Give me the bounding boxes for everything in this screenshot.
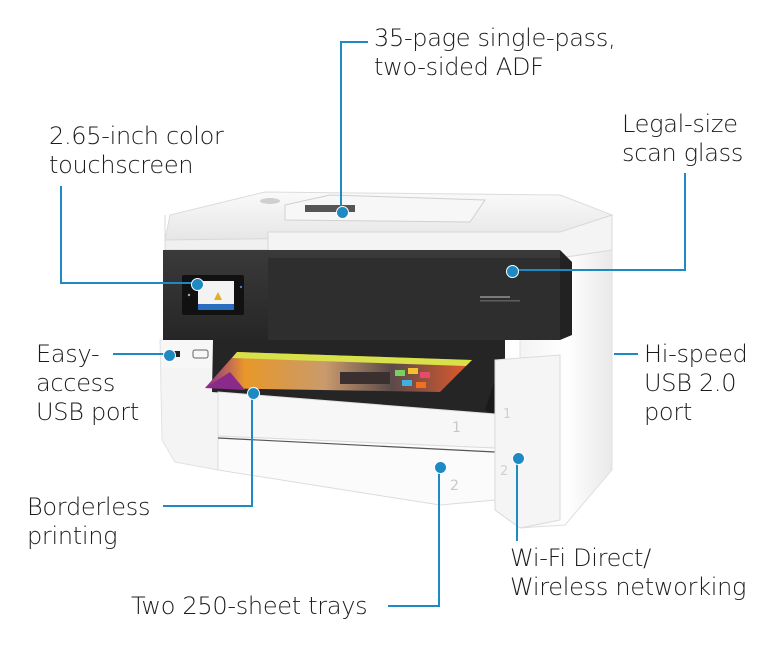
tray-number-2: 2 [450,478,459,494]
wireless-connector [516,457,518,541]
scan-glass-connector [511,269,686,271]
scan-glass-marker [505,264,519,278]
touchscreen-connector [60,282,196,284]
tray-number-1: 1 [452,420,461,436]
printed-poster [205,352,472,392]
callout-touchscreen: 2.65-inch color touchscreen [49,122,224,179]
wireless-marker [511,451,525,465]
borderless-connector [163,505,253,507]
trays-marker [433,460,447,474]
borderless-connector [251,392,253,507]
trays-connector [438,466,440,607]
scan-glass-connector [684,173,686,271]
adf-connector [340,41,342,211]
callout-adf: 35-page single-pass, two-sided ADF [374,24,616,81]
callout-wireless: Wi-Fi Direct/ Wireless networking [510,544,747,601]
touchscreen-connector [60,186,62,283]
svg-text:2: 2 [500,464,508,479]
callout-scan-glass: Legal-size scan glass [622,110,744,167]
touchscreen-marker [190,277,204,291]
adf-marker [335,205,349,219]
trays-connector [388,605,440,607]
borderless-marker [246,386,260,400]
callout-usb-rear: Hi-speed USB 2.0 port [644,340,748,426]
usb-front-marker [162,348,176,362]
adf-connector [340,41,368,43]
callout-usb-front: Easy- access USB port [36,340,139,426]
callout-borderless: Borderless printing [27,493,151,550]
usb-front-connector [113,353,168,355]
callout-trays: Two 250-sheet trays [131,592,368,620]
svg-text:1: 1 [503,407,511,422]
usb-rear-connector [614,353,638,355]
